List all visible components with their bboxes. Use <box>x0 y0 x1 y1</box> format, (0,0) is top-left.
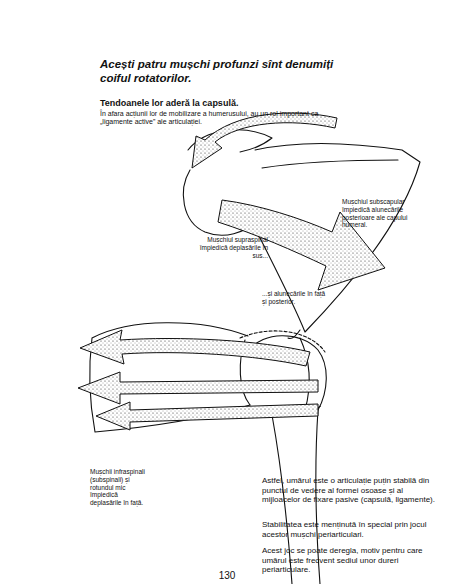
body-note: În afara acțiunii lor de mobilizare a hu… <box>100 110 340 127</box>
heading-note: Tendoanele lor aderă la capsulă. <box>100 98 350 109</box>
body-paragraph: Astfel, umărul este o articulație puțin … <box>262 476 442 505</box>
muscle-arrow <box>78 372 318 404</box>
muscle-callout: ...și alunecările în față și posterior. <box>262 290 328 306</box>
muscle-arrow <box>192 113 337 168</box>
scapula-spine <box>262 160 398 168</box>
tuberosity <box>300 338 309 410</box>
body-paragraph: Acest joc se poate deregla, motiv pentru… <box>262 546 442 575</box>
muscle-arrow <box>80 330 310 366</box>
muscle-arrow <box>96 402 318 430</box>
page-number: 130 <box>212 570 242 582</box>
page-title: Acești patru mușchi profunzi sînt denumi… <box>100 58 345 86</box>
muscle-callout: Mușchiul supraspinal împiedică deplasări… <box>196 236 268 259</box>
body-paragraph: Stabilitatea este menținută în special p… <box>262 520 442 539</box>
muscle-callout: Mușchiul subscapular împiedică alunecări… <box>342 198 430 229</box>
muscle-callout: Mușchii infraspinali (subspinali) și rot… <box>90 468 150 507</box>
